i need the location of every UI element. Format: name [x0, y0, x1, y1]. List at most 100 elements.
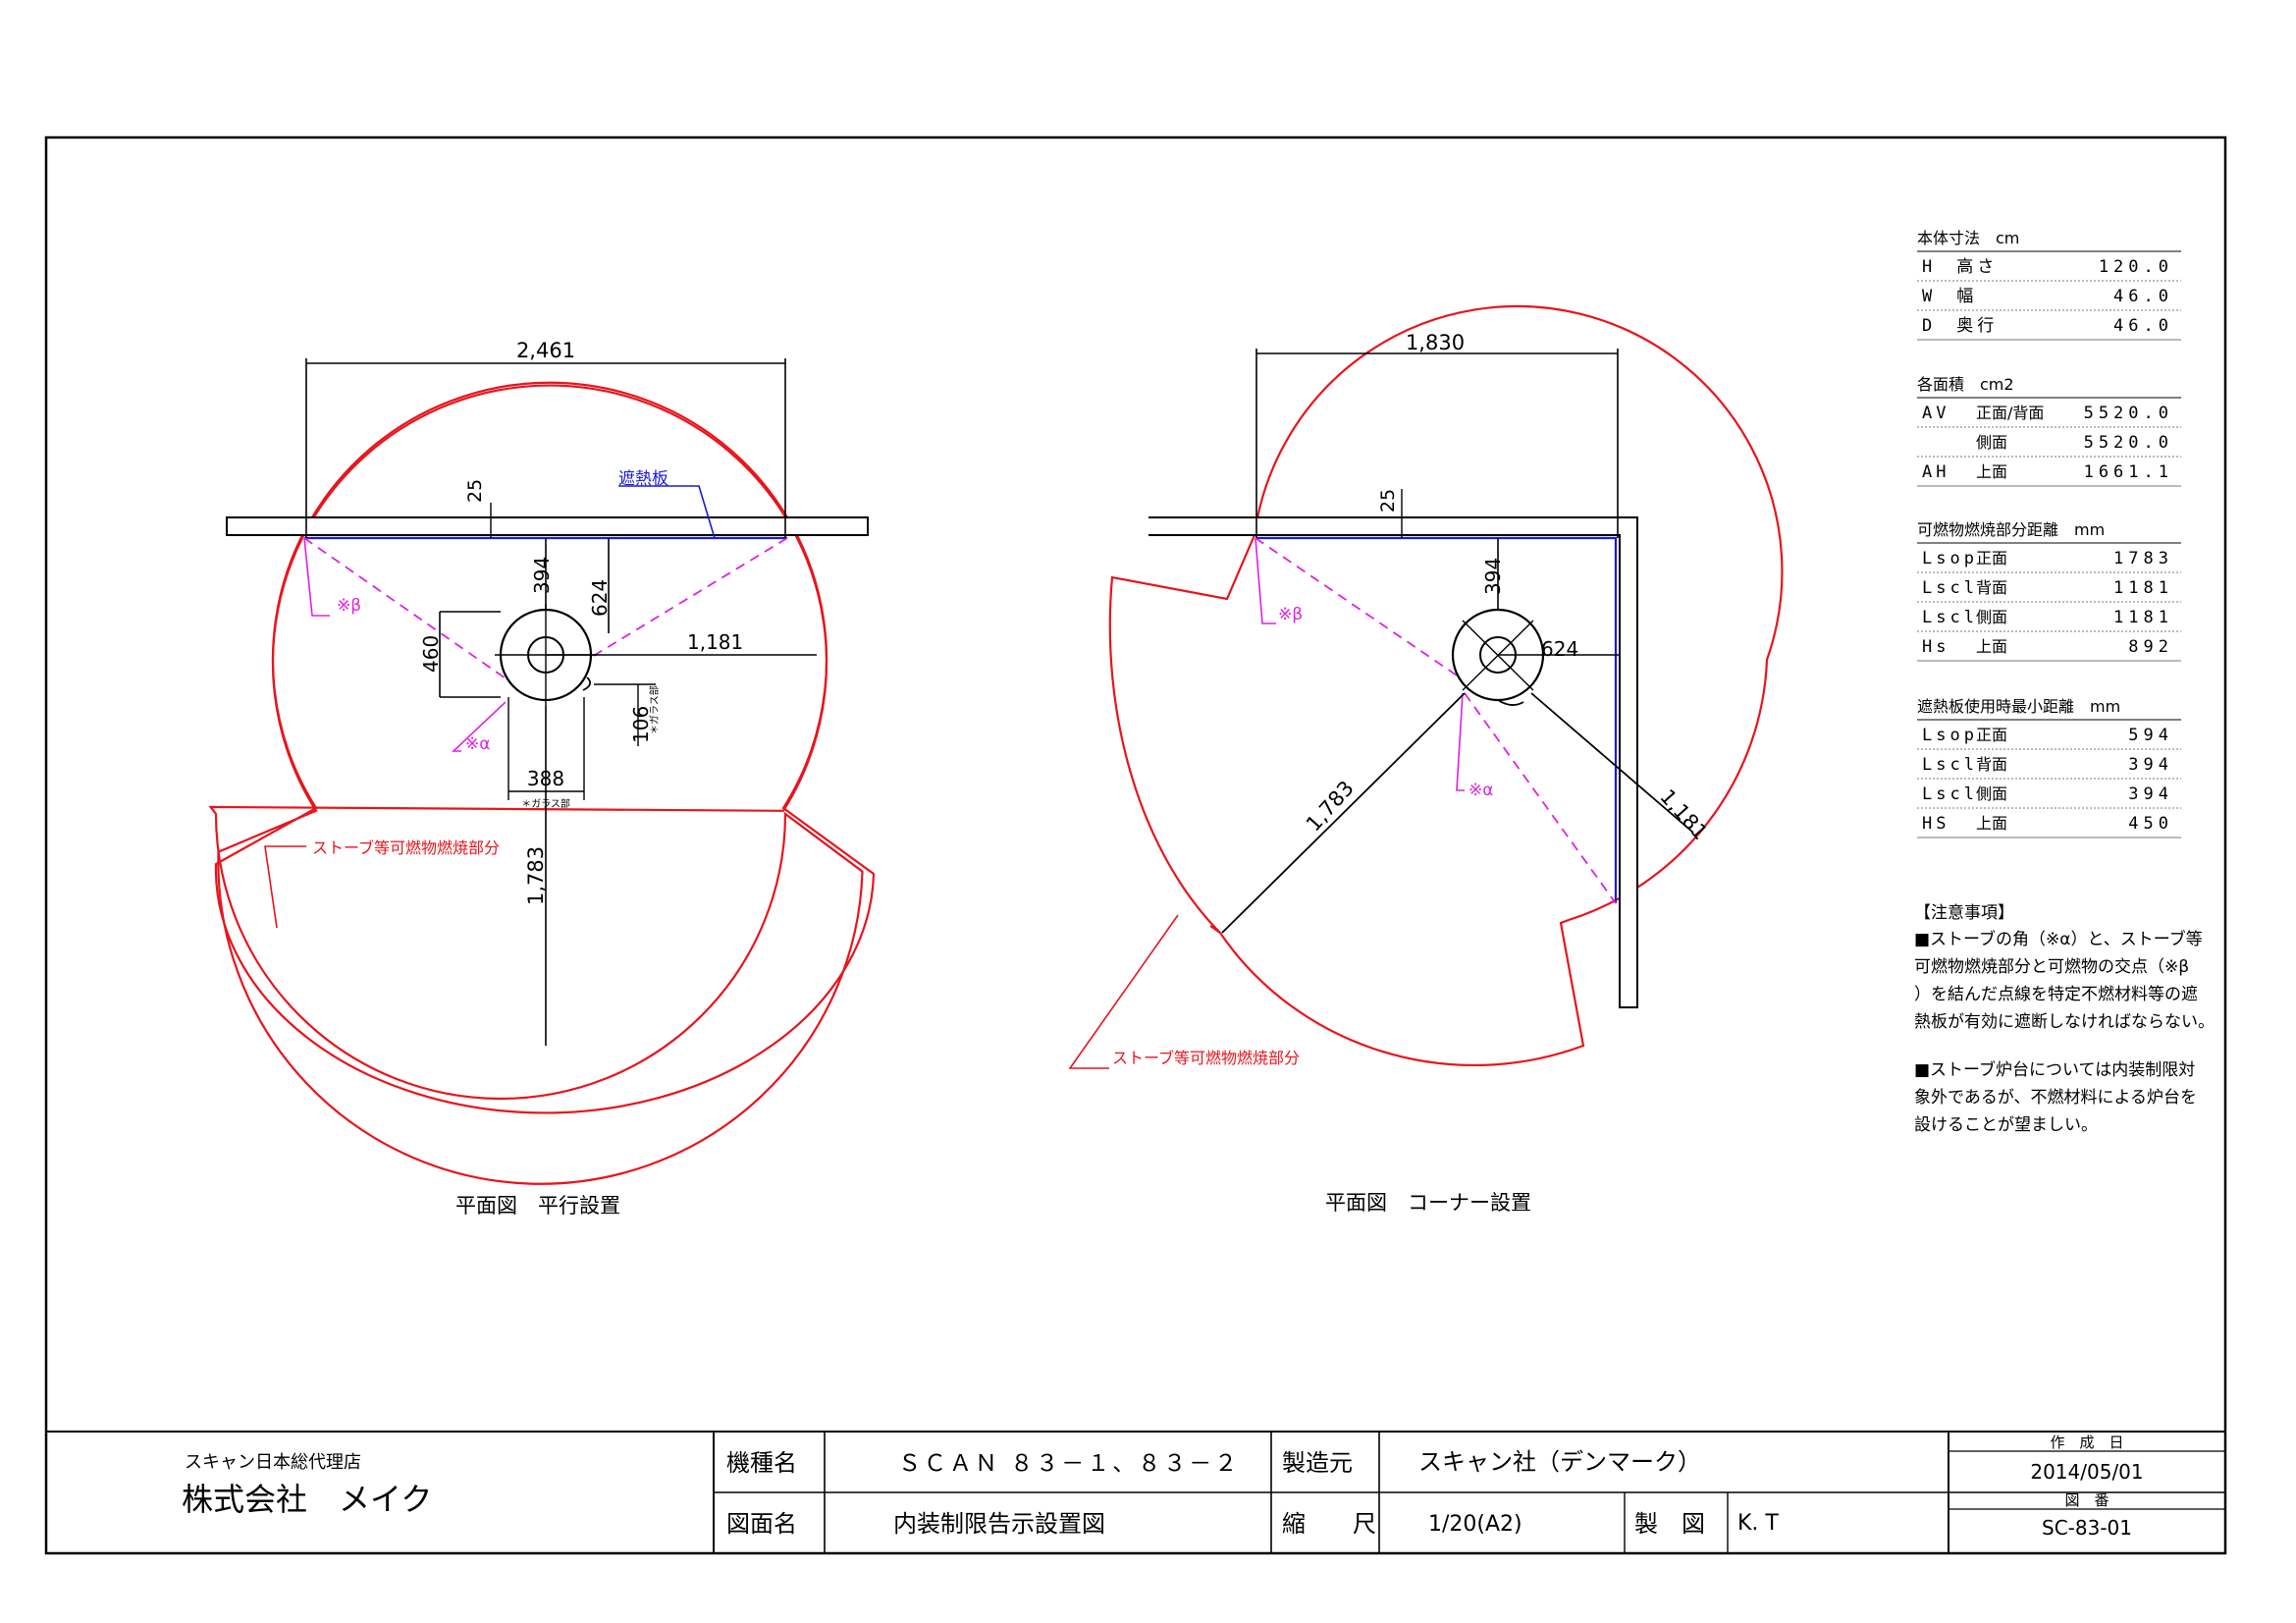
dim-gap: 25 — [464, 479, 486, 503]
spec-cell: 46.0 — [2113, 287, 2173, 306]
agency-large: 株式会社 メイク — [182, 1481, 432, 1518]
glass-note: ＊ガラス部 — [648, 685, 661, 734]
spec-cell: 394 — [2128, 755, 2173, 775]
spec-cell: 46.0 — [2113, 316, 2173, 336]
dim-width: 2,461 — [516, 339, 575, 362]
agency-small: スキャン日本総代理店 — [185, 1452, 361, 1473]
spec-cell: 上面 — [1976, 462, 2007, 481]
shield-leader — [618, 485, 716, 539]
dim-front: 1,783 — [524, 846, 548, 905]
drafter-label: 製 図 — [1634, 1510, 1705, 1538]
number-label: 図 番 — [2064, 1491, 2109, 1509]
spec-cell: Lscl — [1922, 755, 1978, 775]
spec-cell: 120.0 — [2099, 257, 2173, 277]
spec-cell: W 幅 — [1922, 287, 1977, 306]
drafter-value: K. T — [1737, 1511, 1779, 1536]
dim-rear: 394 — [1481, 558, 1505, 595]
spec-cell: 1661.1 — [2084, 462, 2173, 482]
spec-cell: 側面 — [1976, 608, 2007, 626]
spec-cell: Lscl — [1922, 784, 1978, 804]
note-2-line-3: 設けることが望ましい。 — [1914, 1115, 2098, 1135]
scale-value: 1/20(A2) — [1428, 1512, 1522, 1537]
alpha-marker: ※α — [1468, 781, 1493, 800]
dim-gap: 25 — [1377, 489, 1399, 513]
spec-table-title: 各面積 cm2 — [1917, 375, 2014, 394]
date-label: 作 成 日 — [2050, 1434, 2123, 1451]
left-caption: 平面図 平行設置 — [455, 1194, 620, 1217]
dim-right: 1,181 — [687, 630, 743, 654]
dim-right: 1,181 — [1655, 784, 1712, 844]
dim-side: 624 — [1541, 637, 1578, 661]
spec-cell: Lscl — [1922, 578, 1978, 598]
combustion-zone — [214, 381, 876, 1114]
drawing-border — [44, 135, 2227, 1555]
dim-side: 624 — [588, 579, 612, 617]
spec-table-title: 可燃物燃焼部分距離 mm — [1917, 520, 2105, 539]
model-value: ＳＣＡＮ ８３－１、８３－２ — [898, 1451, 1240, 1477]
spec-cell: 正面 — [1976, 726, 2007, 744]
model-label: 機種名 — [726, 1449, 797, 1477]
spec-cell: Lscl — [1922, 608, 1978, 627]
note-2-line-2: 象外であるが、不燃材料による炉台を — [1914, 1088, 2197, 1108]
left-plan-view: 遮熱板 2,461 25 ※β ※α 394 624 460 1,181 — [208, 339, 876, 1217]
spec-cell: 450 — [2128, 814, 2173, 834]
spec-table-title: 遮熱板使用時最小距離 mm — [1917, 697, 2120, 716]
spec-cell: 1181 — [2113, 608, 2173, 627]
spec-cell: 上面 — [1976, 814, 2007, 833]
spec-cell: D 奥行 — [1922, 316, 1998, 336]
drawing-value: 内装制限告示設置図 — [893, 1510, 1105, 1538]
spec-tables: 本体寸法 cm H 高さ 120.0 W 幅 46.0 D 奥行 46.0 各面積 cm2AV… — [1917, 229, 2181, 839]
scale-label: 縮 尺 — [1282, 1510, 1376, 1538]
spec-cell: 上面 — [1976, 637, 2007, 656]
note-1-line-3: ）を結んだ点線を特定不燃材料等の遮 — [1914, 985, 2198, 1004]
note-2-line-1: ■ストーブ炉台については内装制限対 — [1914, 1059, 2195, 1080]
spec-cell: 背面 — [1976, 755, 2007, 774]
spec-cell: 正面 — [1976, 549, 2007, 568]
spec-cell: 1181 — [2113, 578, 2173, 598]
spec-cell: H 高さ — [1922, 257, 1998, 277]
spec-cell: 892 — [2128, 637, 2173, 657]
dim-body: 460 — [419, 635, 443, 673]
shield-plate — [1255, 536, 1618, 903]
date-value: 2014/05/01 — [2030, 1460, 2143, 1484]
notes-heading: 【注意事項】 — [1914, 903, 2014, 923]
notes: 【注意事項】 ■ストーブの角（※α）と、ストーブ等 可燃物燃焼部分と可燃物の交点… — [1914, 903, 2215, 1135]
corner-wall — [1148, 516, 1638, 1008]
spec-cell: 5520.0 — [2084, 404, 2173, 423]
spec-cell: 394 — [2128, 784, 2173, 804]
zone-label: ストーブ等可燃物燃焼部分 — [1112, 1049, 1300, 1067]
beta-marker: ※β — [337, 596, 361, 616]
maker-label: 製造元 — [1282, 1449, 1353, 1477]
drawing-label: 図面名 — [726, 1510, 797, 1538]
maker-value: スキャン社（デンマーク） — [1418, 1448, 1701, 1476]
spec-cell: Lsop — [1922, 549, 1978, 568]
right-plan-view: 1,830 25 ※β ※α 394 624 1,783 1,181 ストーブ等… — [1068, 304, 1784, 1215]
spec-cell: 側面 — [1976, 784, 2007, 803]
spec-cell: Hs — [1922, 637, 1949, 657]
note-1-line-2: 可燃物燃焼部分と可燃物の交点（※β — [1914, 957, 2189, 977]
beta-marker: ※β — [1278, 605, 1303, 624]
spec-cell: 背面 — [1976, 578, 2007, 597]
spec-cell: 594 — [2128, 726, 2173, 745]
right-caption: 平面図 コーナー設置 — [1325, 1191, 1531, 1215]
spec-cell: 5520.0 — [2084, 433, 2173, 453]
combustion-zone — [1108, 304, 1784, 1067]
spec-cell: 1783 — [2113, 549, 2173, 568]
shield-label: 遮熱板 — [618, 469, 668, 489]
dim-rear: 394 — [530, 557, 554, 594]
spec-cell: 正面/背面 — [1976, 404, 2044, 422]
note-1-line-1: ■ストーブの角（※α）と、ストーブ等 — [1914, 929, 2203, 949]
spec-cell: AH — [1922, 462, 1949, 482]
dim-width: 1,830 — [1406, 331, 1465, 354]
alpha-marker: ※α — [465, 734, 490, 754]
spec-cell: 側面 — [1976, 433, 2007, 452]
note-1-line-4: 熱板が有効に遮断しなければならない。 — [1914, 1012, 2215, 1032]
zone-label: ストーブ等可燃物燃焼部分 — [312, 839, 500, 857]
spec-table-title: 本体寸法 cm — [1917, 229, 2019, 247]
wall — [226, 516, 869, 536]
combustion-zone-outline — [208, 384, 864, 1185]
spec-cell: Lsop — [1922, 726, 1978, 745]
spec-cell: AV — [1922, 404, 1949, 423]
spec-cell: HS — [1922, 814, 1949, 834]
